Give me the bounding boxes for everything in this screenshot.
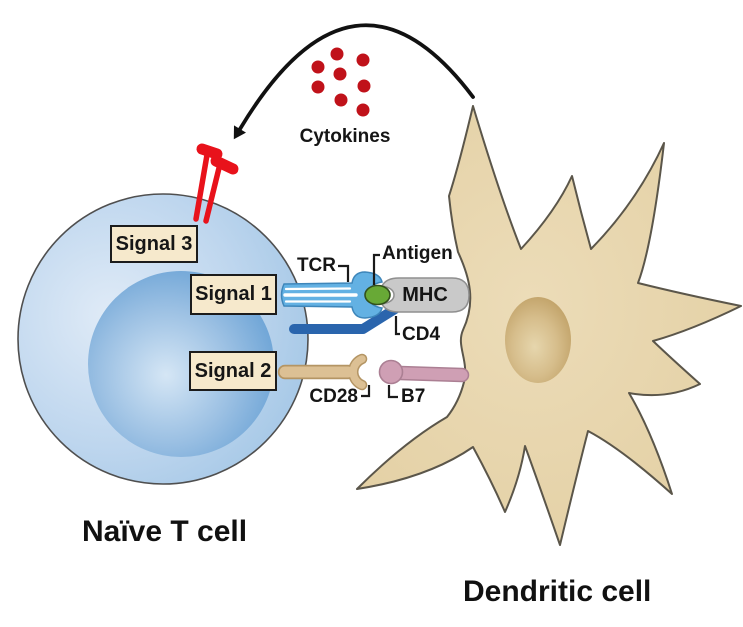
dendritic-cell-label: Dendritic cell — [463, 575, 652, 608]
cytokine-arrow-curve — [238, 23, 475, 131]
antigen-bracket — [372, 253, 380, 285]
cytokine-dot — [330, 47, 344, 61]
tcr-label: TCR — [296, 255, 336, 276]
b7-label: B7 — [401, 386, 426, 407]
arrow-head — [233, 125, 246, 140]
naive-t-cell-label: Naïve T cell — [82, 515, 248, 548]
b7-stalk — [394, 367, 468, 381]
b7-head — [378, 359, 404, 385]
tcr-bracket — [338, 264, 350, 282]
signal-1-label: Signal 1 — [195, 283, 272, 305]
cytokine-dot — [334, 93, 348, 107]
tcr-slit — [284, 287, 352, 291]
tcr-receptor — [280, 271, 383, 319]
signal-3-label: Signal 3 — [115, 232, 193, 255]
signal-1-box: Signal 1 — [190, 274, 277, 315]
cd4-label: CD4 — [402, 324, 441, 345]
cytokine-dot — [333, 67, 347, 81]
cd4-bracket — [394, 316, 400, 336]
cd28-receptor — [277, 353, 368, 391]
cytokine-receptor — [193, 143, 239, 224]
receptor-stalk — [193, 152, 210, 222]
mhc-label: MHC — [402, 284, 448, 306]
antigen-label: Antigen — [382, 243, 453, 264]
receptor-knob — [196, 143, 223, 160]
signal-2-box: Signal 2 — [189, 351, 277, 391]
receptor-stalk — [203, 165, 222, 224]
receptor-knob — [210, 155, 239, 175]
b7-receptor — [378, 359, 470, 385]
signal-2-label: Signal 2 — [194, 359, 272, 382]
label-brackets — [338, 253, 400, 399]
cytokines-label: Cytokines — [299, 126, 391, 147]
antigen-molecule — [364, 284, 391, 306]
cytokine-dot — [356, 103, 370, 117]
dendritic-cell — [356, 105, 742, 546]
dendritic-cell-nucleus — [505, 297, 571, 383]
t-cell-nucleus — [88, 271, 274, 457]
cytokine-dot — [311, 80, 325, 94]
cytokine-arrow — [233, 23, 475, 140]
b7-bracket — [387, 385, 398, 399]
cytokine-dot — [357, 79, 371, 93]
cd28-fork — [349, 355, 366, 389]
cd4-receptor — [289, 304, 400, 334]
cd28-bracket — [361, 385, 371, 398]
cd28-label: CD28 — [309, 386, 358, 407]
cytokine-dot — [311, 60, 325, 74]
cytokine-dot — [356, 53, 370, 67]
t-cell — [17, 193, 309, 485]
signal-3-box: Signal 3 — [110, 225, 198, 263]
cytokine-dots — [311, 47, 371, 117]
